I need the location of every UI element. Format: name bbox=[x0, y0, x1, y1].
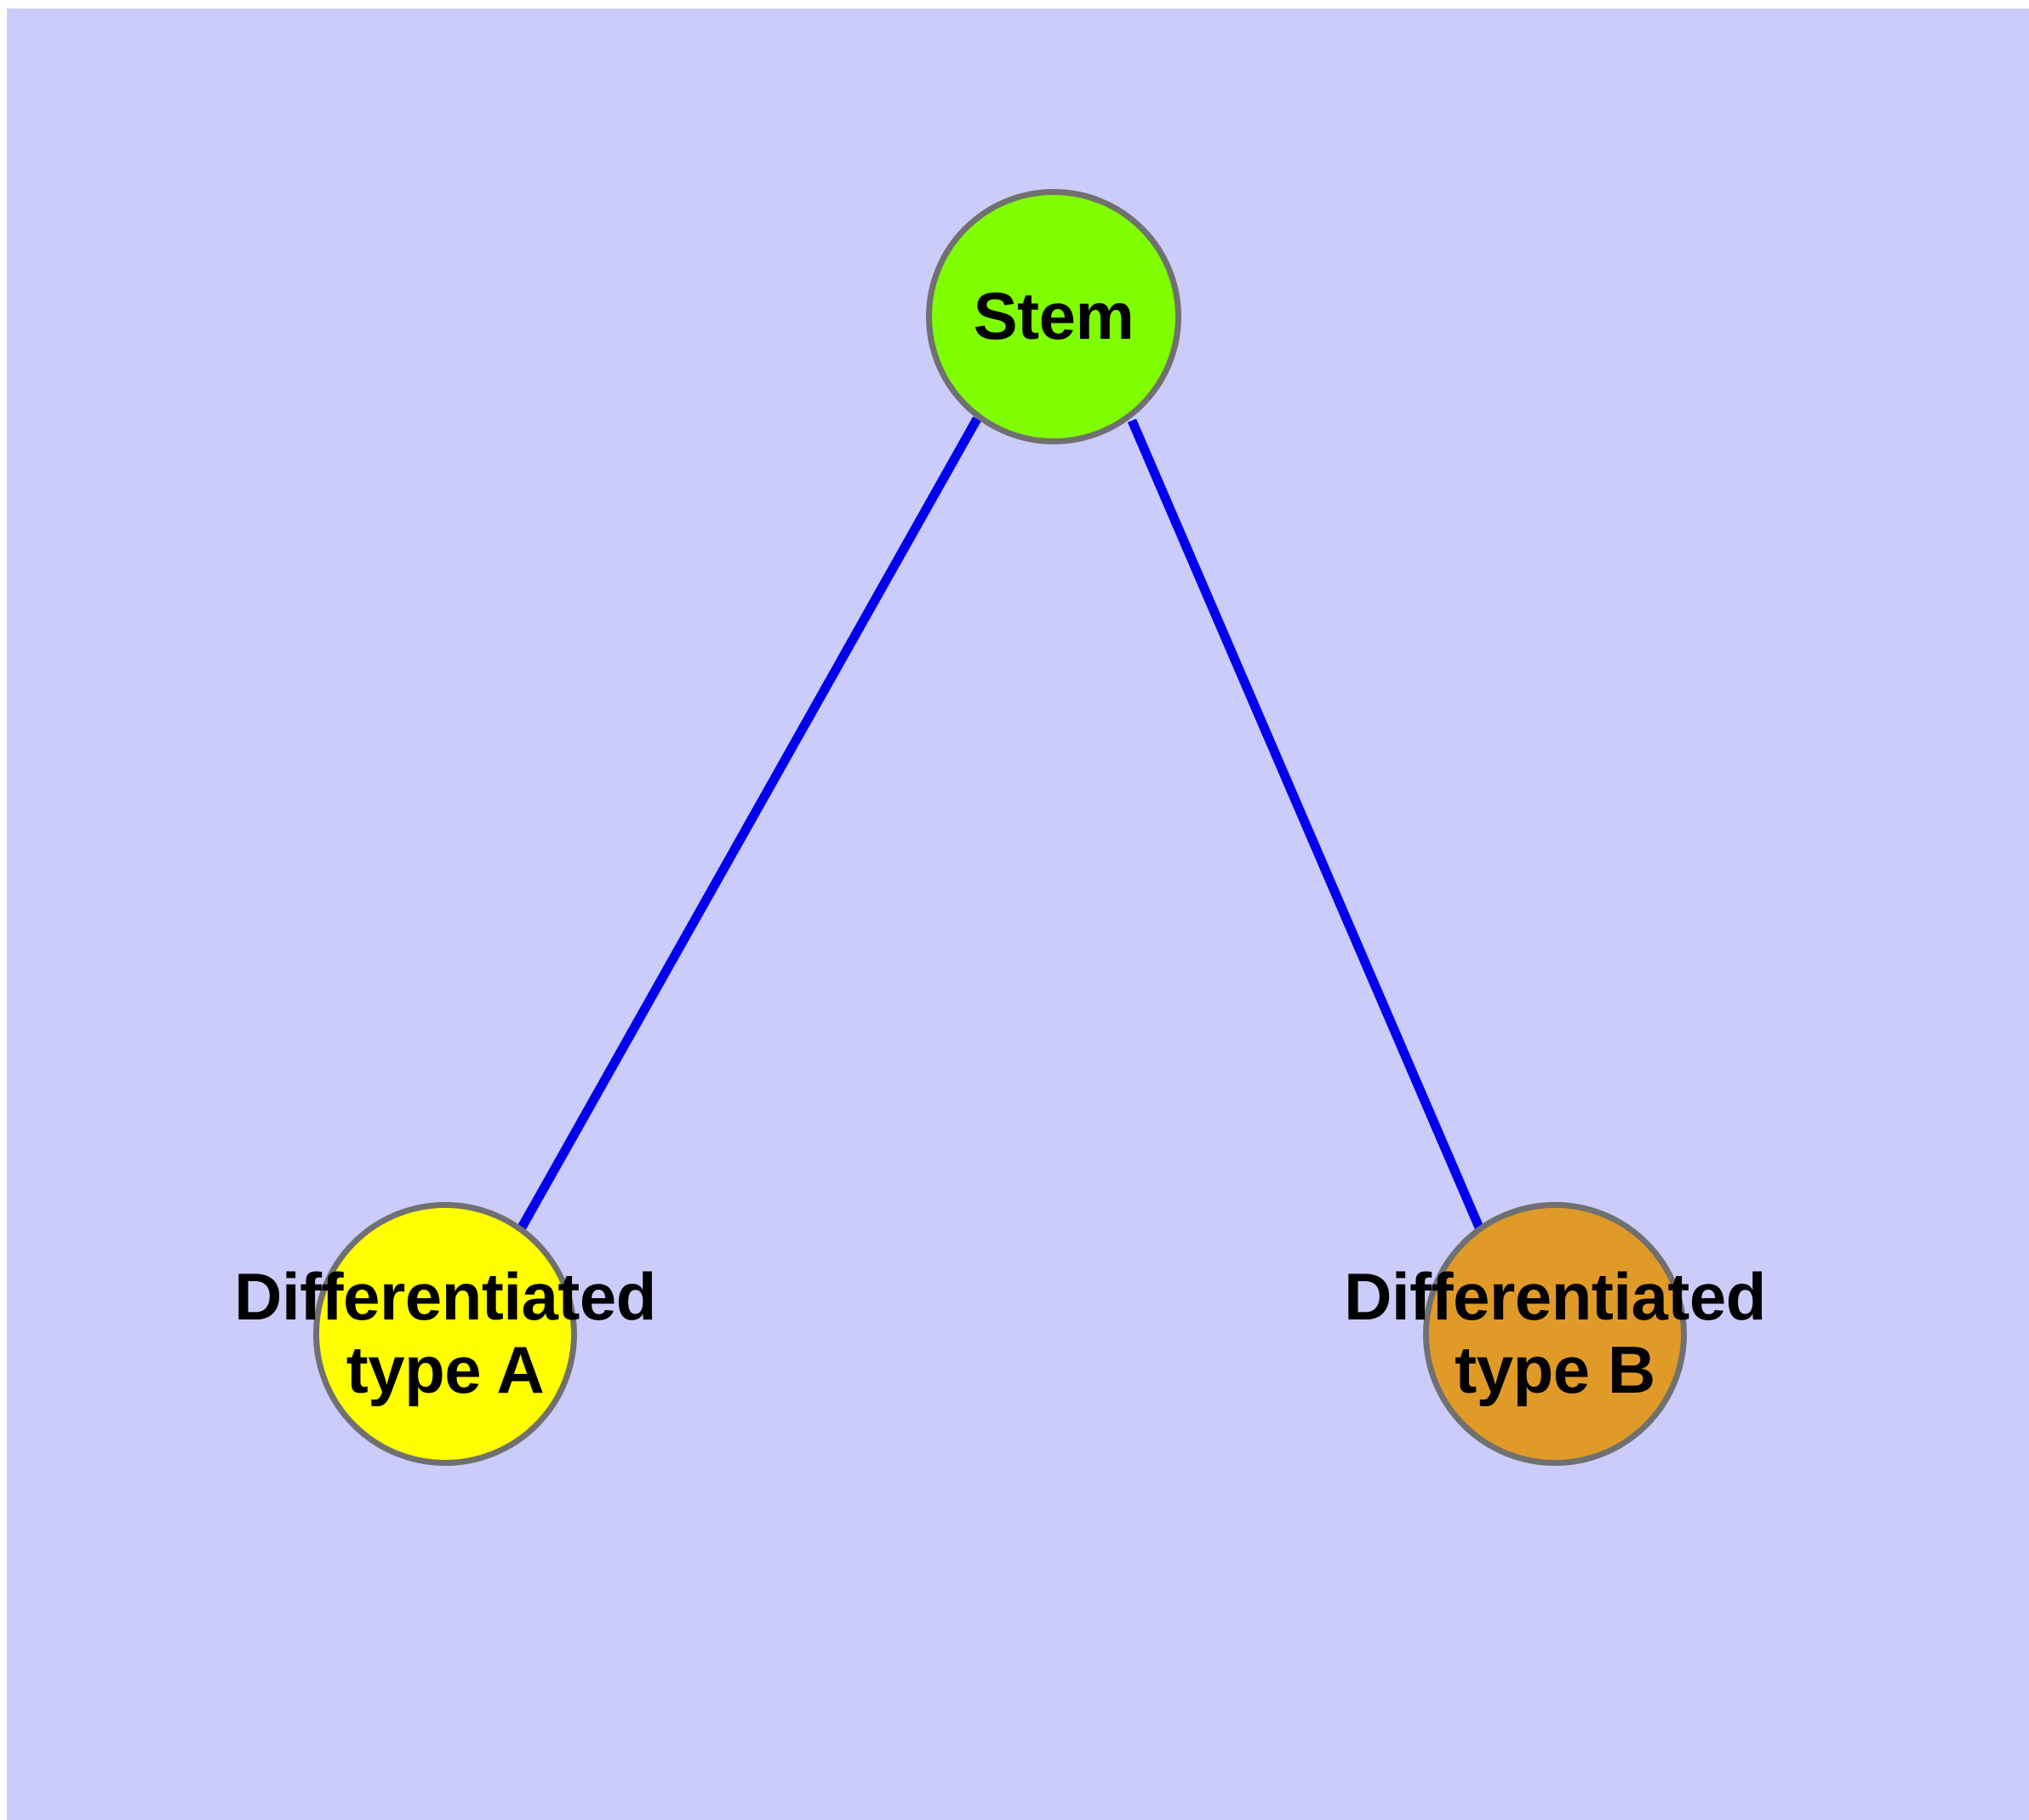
node-stem[interactable] bbox=[926, 189, 1181, 444]
node-differentiated-type-a[interactable] bbox=[313, 1202, 577, 1466]
node-differentiated-type-b[interactable] bbox=[1423, 1202, 1687, 1466]
